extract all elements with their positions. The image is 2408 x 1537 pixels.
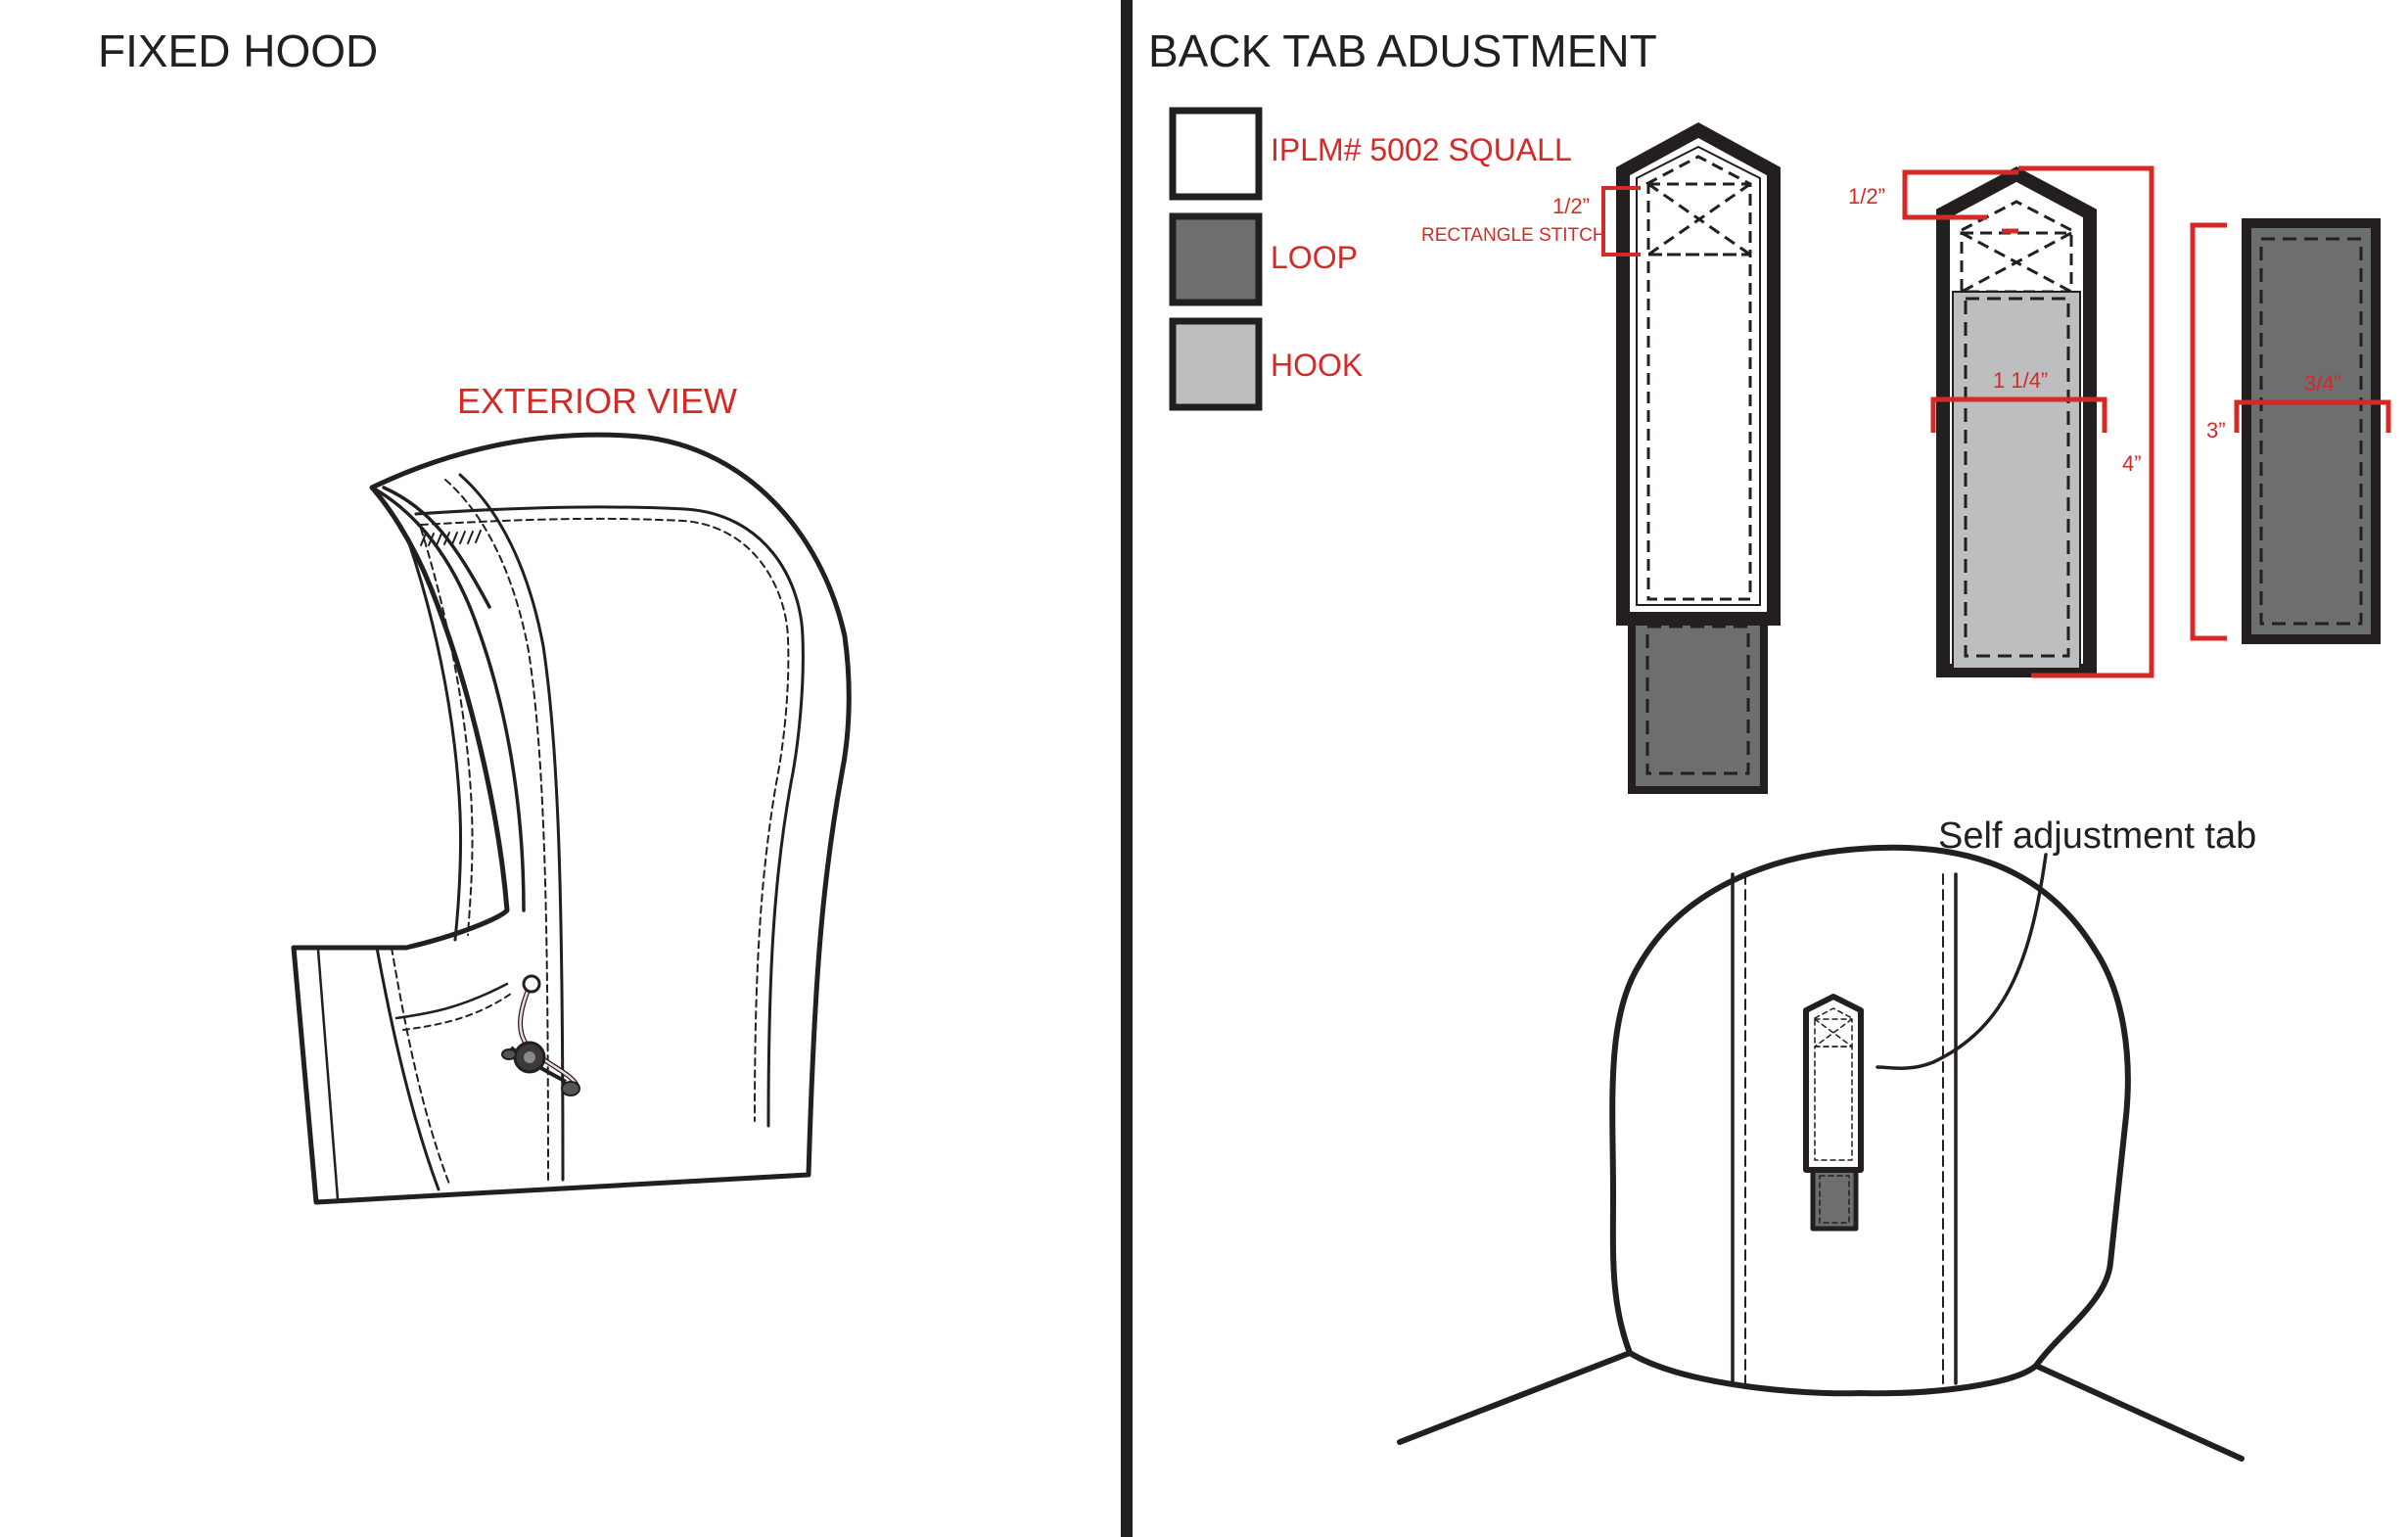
tab-detail-hook: 1/2” 1 1/4” 4” (1848, 165, 2154, 678)
loop-width-label: 3/4” (2304, 371, 2341, 396)
hood-exterior-drawing (291, 432, 852, 1205)
hood-back-view (1397, 844, 2245, 1462)
loop-length-label: 3” (2206, 418, 2226, 442)
exterior-view-label: EXTERIOR VIEW (457, 381, 737, 421)
self-adjustment-tab-callout: Self adjustment tab (1938, 815, 2256, 857)
tab1-x-stitch (1647, 182, 1751, 256)
hood-neck-stitch (391, 947, 451, 1188)
tab-detail-full: 1/2” RECTANGLE STITCH (1421, 122, 1781, 794)
shoulder-line-left (1397, 1350, 1633, 1445)
legend-swatch-hook (1169, 317, 1263, 411)
hood-chin-stitch (402, 993, 512, 1031)
tab2-point-stitch (1961, 200, 2072, 232)
panel-divider (1121, 0, 1133, 1537)
tab-detail-loop: 3/4” 3” (2190, 218, 2391, 644)
hood-neck-seam (375, 946, 440, 1191)
back-tab-adjustment-title: BACK TAB ADUSTMENT (1148, 25, 1657, 76)
loop-length-dimension (2190, 222, 2227, 641)
tab-length-dimension (2018, 165, 2154, 678)
drawcord-toggle-icon (501, 974, 580, 1096)
hood-panel-seam (414, 505, 805, 1128)
hood-center-stitch (444, 479, 549, 1181)
hood-back-hem (1627, 1350, 2039, 1397)
tab3-loop-body (2242, 218, 2381, 644)
legend: IPLM# 5002 SQUALL LOOP HOOK (1169, 107, 1572, 411)
loop-width-dimension (2234, 399, 2391, 433)
legend-label-squall: IPLM# 5002 SQUALL (1271, 132, 1572, 167)
hood-front-line (316, 948, 340, 1201)
tab2-half-inch-label: 1/2” (1848, 184, 1885, 209)
tab1-body (1616, 122, 1781, 626)
shoulder-line-right (2033, 1363, 2245, 1462)
fixed-hood-title: FIXED HOOD (98, 25, 378, 76)
legend-swatch-loop (1169, 212, 1263, 306)
hood-facing-stitch (420, 528, 474, 936)
hook-width-label: 1 1/4” (1993, 368, 2048, 393)
hood-brim-seam (382, 486, 491, 609)
back-tab-body (1803, 994, 1864, 1173)
tab2-half-inch-bracket (1902, 169, 2018, 220)
hood-panel-stitch (420, 517, 790, 1122)
tab2-hook-stitch (1964, 297, 2070, 658)
tab-length-label: 4” (2122, 451, 2142, 476)
tab1-half-inch-label: 1/2” (1552, 194, 1590, 218)
hood-bartack (420, 530, 482, 546)
tab1-point-stitch (1645, 155, 1751, 186)
hood-chin-seam (394, 982, 509, 1020)
tab3-loop-stitch (2259, 237, 2363, 626)
hood-opening-edge (370, 486, 526, 912)
rectangle-stitch-label: RECTANGLE STITCH (1421, 225, 1606, 246)
hood-facing-line (407, 541, 463, 942)
tab1-box-stitch (1646, 182, 1752, 256)
tab2-x-stitch (1961, 231, 2072, 294)
hood-back-outline (1609, 844, 2131, 1369)
hook-width-dimension (1930, 396, 2107, 433)
tab1-half-inch-bracket (1601, 186, 1641, 256)
callout-leader-line (1875, 853, 2048, 1070)
legend-label-hook: HOOK (1271, 348, 1363, 383)
tab2-hook-section (1952, 291, 2081, 670)
legend-swatch-squall (1169, 107, 1263, 201)
hood-center-seam (458, 473, 565, 1182)
tab1-loop-stitch (1645, 625, 1750, 775)
hood-outline (291, 432, 852, 1205)
tab1-loop-section (1628, 610, 1768, 794)
legend-label-loop: LOOP (1271, 240, 1358, 275)
